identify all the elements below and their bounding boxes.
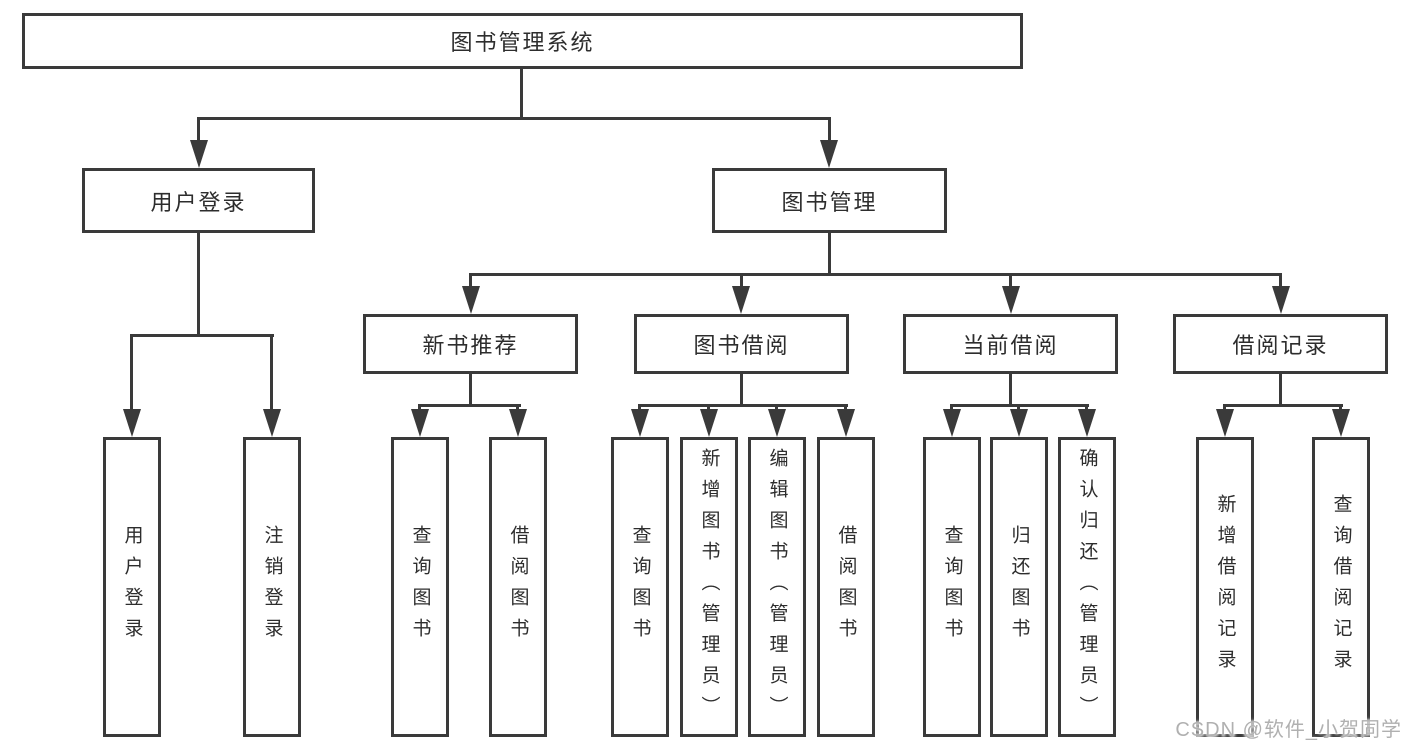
node-new-book-rec-label: 新书推荐 — [422, 333, 519, 358]
arrowhead-current-query — [943, 409, 961, 437]
leaf-rec-query-books: 查询图书 — [391, 437, 449, 737]
node-user-login-label: 用户登录 — [150, 189, 247, 215]
node-root: 图书管理系统 — [22, 13, 1023, 69]
connector-new-book-rec-bus — [418, 404, 521, 407]
leaf-records-query-record-label: 查询借阅记录 — [1330, 494, 1352, 680]
leaf-current-confirm-return: 确认归还（管理员） — [1058, 437, 1116, 737]
leaf-current-query-books-label: 查询图书 — [941, 525, 963, 649]
connector-stem-records-query — [1339, 404, 1342, 412]
connector-level3-bus — [469, 273, 1282, 276]
connector-stem-rec-borrow — [516, 404, 519, 412]
watermark: CSDN @软件_小贺同学 — [1175, 719, 1402, 741]
node-new-book-rec: 新书推荐 — [363, 314, 578, 374]
leaf-borrow-add-books-label: 新增图书（管理员） — [698, 447, 720, 727]
leaf-rec-borrow-books-label: 借阅图书 — [507, 525, 529, 649]
connector-stem-current-query — [950, 404, 953, 412]
connector-stem-borrow-edit — [775, 404, 778, 412]
leaf-current-confirm-return-label: 确认归还（管理员） — [1076, 447, 1098, 727]
connector-stem-borrow-add — [707, 404, 710, 412]
leaf-borrow-borrow-books: 借阅图书 — [817, 437, 875, 737]
node-borrow-records-label: 借阅记录 — [1232, 333, 1329, 358]
node-book-mgmt: 图书管理 — [712, 168, 947, 233]
node-current-borrow: 当前借阅 — [903, 314, 1118, 374]
arrowhead-borrow-records — [1272, 286, 1290, 314]
node-root-label: 图书管理系统 — [450, 30, 595, 55]
node-borrow-records: 借阅记录 — [1173, 314, 1388, 374]
connector-user-login-bus — [130, 334, 274, 337]
connector-stem-borrow-query — [638, 404, 641, 412]
leaf-borrow-borrow-books-label: 借阅图书 — [835, 525, 857, 649]
arrowhead-borrow-add — [700, 409, 718, 437]
connector-stem-borrow-records — [1279, 273, 1282, 289]
connector-borrow-records-stub — [1279, 374, 1282, 407]
leaf-borrow-query-books-label: 查询图书 — [629, 525, 651, 649]
connector-stem-records-add — [1223, 404, 1226, 412]
connector-stem-book-mgmt — [828, 117, 831, 143]
leaf-logout: 注销登录 — [243, 437, 301, 737]
connector-stem-user-login — [197, 117, 200, 143]
arrowhead-current-borrow — [1002, 286, 1020, 314]
leaf-borrow-query-books: 查询图书 — [611, 437, 669, 737]
connector-stem-current-return — [1017, 404, 1020, 412]
connector-stem-current-confirm — [1085, 404, 1088, 412]
leaf-current-return-books: 归还图书 — [990, 437, 1048, 737]
arrowhead-current-confirm — [1078, 409, 1096, 437]
leaf-logout-label: 注销登录 — [261, 525, 283, 649]
leaf-borrow-edit-books: 编辑图书（管理员） — [748, 437, 806, 737]
arrowhead-rec-borrow — [509, 409, 527, 437]
node-user-login: 用户登录 — [82, 168, 315, 233]
arrowhead-new-book-rec — [462, 286, 480, 314]
connector-new-book-rec-stub — [469, 374, 472, 407]
leaf-borrow-edit-books-label: 编辑图书（管理员） — [766, 447, 788, 727]
arrowhead-book-borrow — [732, 286, 750, 314]
arrowhead-records-add — [1216, 409, 1234, 437]
connector-stem-current-borrow — [1009, 273, 1012, 289]
leaf-current-return-books-label: 归还图书 — [1008, 525, 1030, 649]
connector-root-trunk — [520, 69, 523, 119]
connector-book-mgmt-stub — [828, 233, 831, 276]
connector-stem-leaf-logout — [270, 334, 273, 412]
leaf-current-query-books: 查询图书 — [923, 437, 981, 737]
arrowhead-borrow-edit — [768, 409, 786, 437]
leaf-borrow-add-books: 新增图书（管理员） — [680, 437, 738, 737]
connector-level2-bus — [197, 117, 831, 120]
connector-book-borrow-bus — [638, 404, 848, 407]
connector-stem-book-borrow — [740, 273, 743, 289]
leaf-rec-query-books-label: 查询图书 — [409, 525, 431, 649]
leaf-records-add-record-label: 新增借阅记录 — [1214, 494, 1236, 680]
arrowhead-records-query — [1332, 409, 1350, 437]
leaf-rec-borrow-books: 借阅图书 — [489, 437, 547, 737]
node-book-borrow-label: 图书借阅 — [693, 333, 790, 358]
node-book-borrow: 图书借阅 — [634, 314, 849, 374]
arrowhead-leaf-logout — [263, 409, 281, 437]
leaf-user-login: 用户登录 — [103, 437, 161, 737]
arrowhead-borrow-borrow — [837, 409, 855, 437]
leaf-records-add-record: 新增借阅记录 — [1196, 437, 1254, 737]
connector-book-borrow-stub — [740, 374, 743, 407]
node-book-mgmt-label: 图书管理 — [781, 189, 878, 215]
leaf-user-login-label: 用户登录 — [121, 525, 143, 649]
arrowhead-borrow-query — [631, 409, 649, 437]
connector-borrow-records-bus — [1223, 404, 1343, 407]
arrowhead-user-login — [190, 140, 208, 168]
connector-stem-borrow-borrow — [844, 404, 847, 412]
connector-stem-rec-query — [418, 404, 421, 412]
arrowhead-current-return — [1010, 409, 1028, 437]
connector-stem-leaf-user-login — [130, 334, 133, 412]
connector-current-borrow-stub — [1009, 374, 1012, 407]
arrowhead-rec-query — [411, 409, 429, 437]
arrowhead-leaf-user-login — [123, 409, 141, 437]
arrowhead-book-mgmt — [820, 140, 838, 168]
leaf-records-query-record: 查询借阅记录 — [1312, 437, 1370, 737]
node-current-borrow-label: 当前借阅 — [962, 333, 1059, 358]
connector-stem-new-book-rec — [469, 273, 472, 289]
connector-user-login-stub — [197, 233, 200, 336]
